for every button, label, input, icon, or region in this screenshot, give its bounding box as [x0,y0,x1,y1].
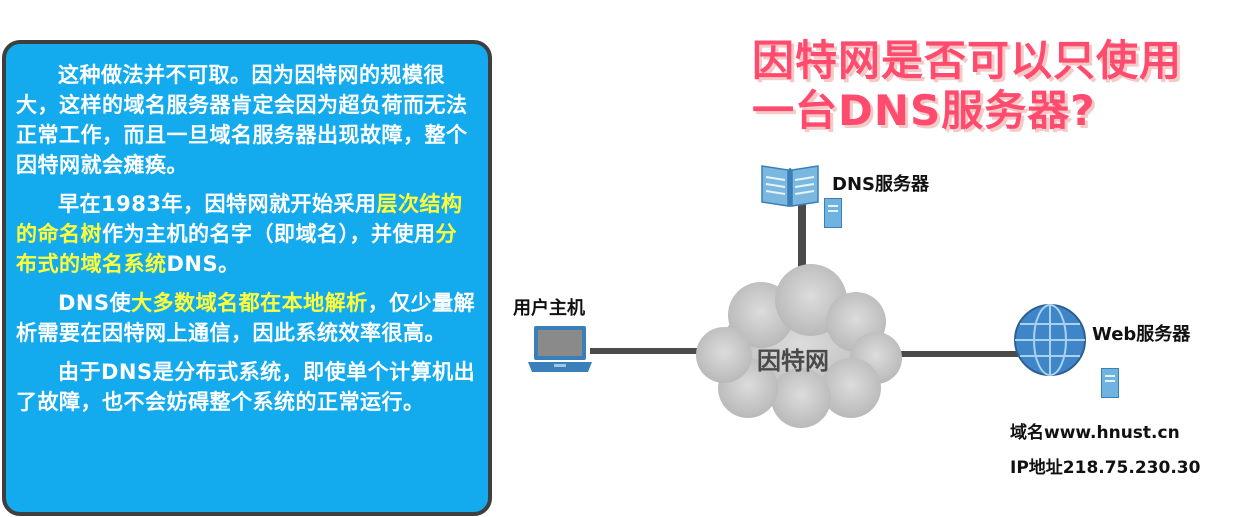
slide-title-line-1: 因特网是否可以只使用 [752,36,1183,85]
paragraph-3-text-a: DNS使 [58,291,132,315]
cloud-label: 因特网 [757,347,829,375]
slide-title: 因特网是否可以只使用 一台DNS服务器? [752,36,1182,136]
web-server-label: Web服务器 [1092,324,1191,345]
globe-icon [1014,304,1086,376]
ip-address-info: IP地址218.75.230.30 [1010,458,1201,478]
paragraph-2: 早在1983年，因特网就开始采用层次结构的命名树作为主机的名字（即域名），并使用… [16,189,476,279]
domain-name-info: 域名www.hnust.cn [1010,423,1180,443]
cloud-icon [696,264,902,428]
server-icon [1101,368,1119,398]
highlight-local-resolution: 大多数域名都在本地解析 [131,291,368,315]
highlight-naming-tree: 层次结构的命名树 [16,192,463,246]
wire-user-to-cloud [590,348,714,354]
slide-title-line-2: 一台DNS服务器? [752,86,1096,135]
laptop-icon [528,326,592,372]
dns-server-label: DNS服务器 [832,174,929,195]
paragraph-2-text-b: 作为主机的名字（即域名），并使用 [102,222,436,246]
paragraph-2-text-c: DNS。 [166,252,240,276]
paragraph-2-text-a: 早在1983年，因特网就开始采用 [58,192,377,216]
text-panel: 这种做法并不可取。因为因特网的规模很大，这样的域名服务器肯定会因为超负荷而无法正… [2,40,492,516]
book-icon [761,165,819,207]
highlight-distributed-dns: 分布式的域名系统 [16,222,457,276]
user-host-label: 用户主机 [513,298,585,319]
wire-cloud-to-web [886,351,1018,357]
paragraph-1: 这种做法并不可取。因为因特网的规模很大，这样的域名服务器肯定会因为超负荷而无法正… [16,60,476,180]
paragraph-4: 由于DNS是分布式系统，即使单个计算机出了故障，也不会妨碍整个系统的正常运行。 [16,357,476,417]
wire-dns-to-cloud [798,204,806,290]
server-icon [824,198,842,228]
paragraph-3-text-b: ，仅少量解析需要在因特网上通信，因此系统效率很高。 [16,291,476,345]
paragraph-1-text: 这种做法并不可取。因为因特网的规模很大，这样的域名服务器肯定会因为超负荷而无法正… [16,63,468,177]
paragraph-3: DNS使大多数域名都在本地解析，仅少量解析需要在因特网上通信，因此系统效率很高。 [16,288,476,348]
paragraph-4-text: 由于DNS是分布式系统，即使单个计算机出了故障，也不会妨碍整个系统的正常运行。 [16,360,476,414]
